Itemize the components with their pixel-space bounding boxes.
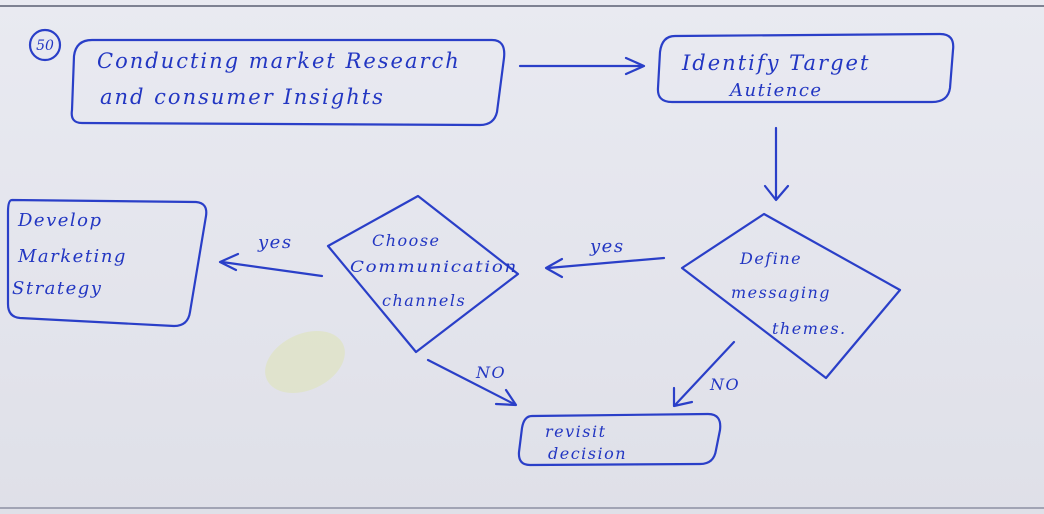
node-target-audience-line1: Identify Target — [681, 51, 870, 75]
node-target-audience: Identify Target Autience — [656, 32, 955, 104]
label-channels-yes: yes — [257, 232, 293, 253]
node-revisit-decision-line1: revisit — [545, 422, 607, 441]
arrow-audience-to-messaging — [763, 126, 790, 202]
label-messaging-yes: yes — [589, 236, 625, 257]
question-number-badge: 50 — [28, 28, 62, 62]
node-develop-strategy: Develop Marketing Strategy — [6, 198, 208, 328]
node-choose-channels: Choose Communication channels — [326, 194, 520, 354]
node-market-research-line2: and consumer Insights — [100, 85, 385, 109]
node-define-messaging-line3: themes. — [772, 319, 847, 338]
node-define-messaging-line2: messaging — [731, 283, 831, 302]
arrow-research-to-audience — [518, 56, 646, 76]
label-messaging-no: NO — [709, 375, 740, 394]
node-choose-channels-line2: Communication — [350, 257, 518, 276]
arrow-messaging-to-revisit: NO — [672, 340, 740, 408]
question-number-text: 50 — [36, 38, 54, 54]
arrow-channels-to-revisit: NO — [426, 358, 518, 407]
node-market-research-line1: Conducting market Research — [97, 49, 461, 73]
node-choose-channels-line3: channels — [382, 291, 466, 310]
node-target-audience-line2: Autience — [728, 80, 823, 101]
label-channels-no: NO — [475, 363, 506, 382]
arrow-messaging-to-channels: yes — [544, 236, 666, 279]
node-develop-strategy-line2: Marketing — [17, 246, 127, 267]
node-define-messaging-line1: Define — [739, 249, 802, 268]
node-develop-strategy-line1: Develop — [17, 210, 103, 231]
node-market-research: Conducting market Research and consumer … — [70, 38, 506, 127]
paper-smudge — [265, 331, 345, 393]
arrow-channels-to-strategy: yes — [218, 232, 324, 278]
node-develop-strategy-line3: Strategy — [12, 278, 102, 299]
node-define-messaging: Define messaging themes. — [680, 212, 902, 380]
node-choose-channels-line1: Choose — [372, 231, 441, 250]
node-revisit-decision-line2: decision — [548, 444, 627, 463]
node-revisit-decision: revisit decision — [517, 412, 722, 467]
